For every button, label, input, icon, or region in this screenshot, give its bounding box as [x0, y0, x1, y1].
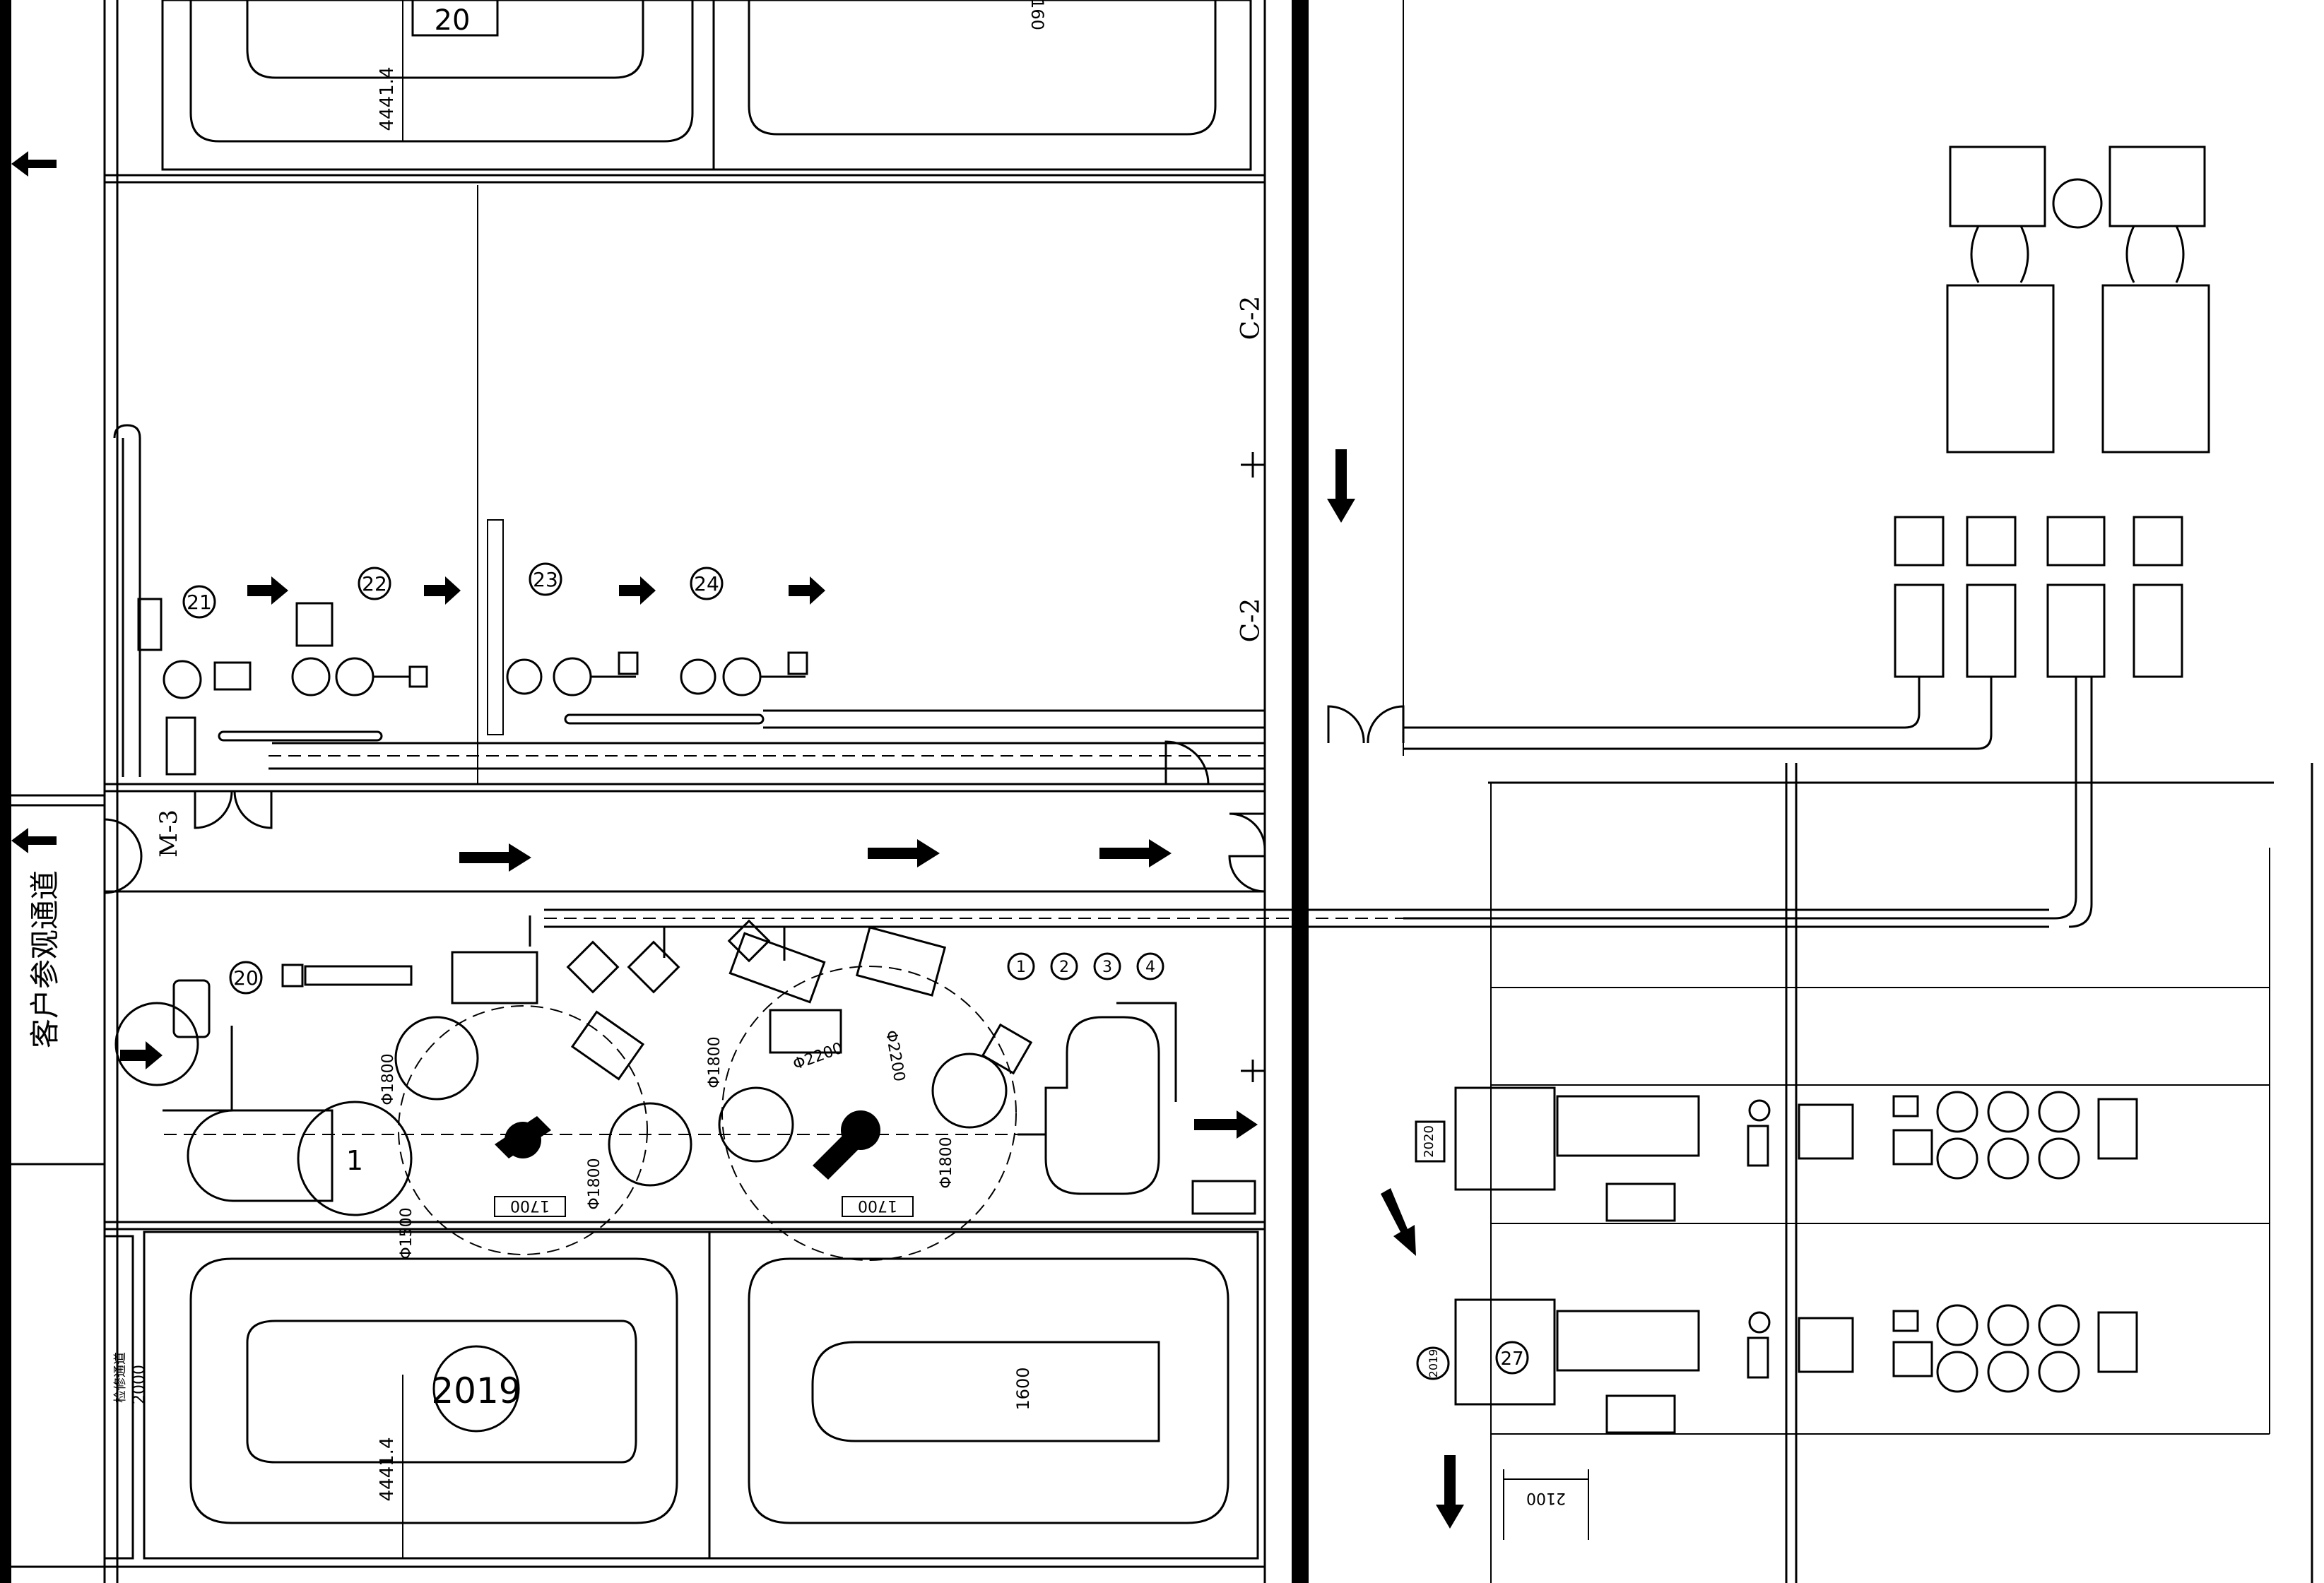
customer-corridor: 客户参观通道 — [11, 151, 143, 1048]
box-2020-label: 2020 — [1422, 1125, 1437, 1158]
c2-label-upper: C-2 — [1237, 296, 1266, 340]
corridor: M-3 — [155, 790, 2049, 928]
station-23-label: 23 — [533, 568, 558, 591]
upper-top-label: 20 — [435, 4, 471, 37]
marker-3: 3 — [1102, 959, 1112, 976]
label-d1800-b: Φ1800 — [586, 1158, 603, 1209]
lower-zone-right-dim: 1600 — [1013, 1367, 1033, 1410]
robot-cell-area: 20 1 — [114, 915, 1265, 1261]
upper-top-zone: 20 4441.4 160 — [161, 0, 1252, 171]
upper-top-dim: 4441.4 — [377, 67, 398, 131]
station-21-label: 21 — [187, 591, 212, 614]
right-upper-equipment — [1403, 146, 2210, 928]
label-d2200-b: Φ2200 — [882, 1029, 908, 1084]
marker-1: 1 — [1016, 959, 1026, 976]
dim-1700-a: 1700 — [510, 1197, 550, 1214]
lower-zone-dim: 4441.4 — [377, 1437, 398, 1502]
dim-2100: 2100 — [1526, 1489, 1566, 1507]
lower-zone-label: 2019 — [431, 1370, 521, 1411]
column-labels: C-2 C-2 — [1237, 296, 1266, 643]
label-d1500: Φ1500 — [398, 1207, 415, 1259]
dim-1700-b: 1700 — [858, 1197, 897, 1214]
marker-4: 4 — [1145, 959, 1155, 976]
box-2019-label: 2019 — [1427, 1349, 1440, 1378]
c2-label-lower: C-2 — [1237, 598, 1266, 643]
lower-zone: 2019 4441.4 1600 检修通道 2000 — [103, 1231, 1259, 1560]
customer-corridor-label: 客户参观通道 — [28, 870, 62, 1048]
upper-top-right-dim: 160 — [1027, 0, 1047, 30]
horizontal-walls — [0, 174, 1265, 1568]
label-d1800-c: Φ1800 — [706, 1036, 724, 1088]
station-20-label: 20 — [233, 966, 259, 990]
left-strip-dim: 2000 — [131, 1365, 148, 1404]
numbered-markers: 1 2 3 4 — [1007, 952, 1164, 980]
right-lower-grid: 2020 2019 27 — [1327, 449, 2313, 1583]
station-22-label: 22 — [362, 572, 387, 595]
left-strip-note: 检修通道 — [113, 1352, 128, 1403]
station-24-label: 24 — [694, 572, 719, 595]
upper-production-line: 21 22 23 24 — [113, 424, 1405, 785]
station-27-label: 27 — [1500, 1348, 1523, 1370]
label-d2200: Φ2200 — [791, 1040, 845, 1074]
circle-one-label: 1 — [346, 1145, 363, 1176]
m3-label: M-3 — [155, 810, 183, 858]
label-d1800-a: Φ1800 — [379, 1053, 397, 1105]
label-d1800-d: Φ1800 — [938, 1137, 955, 1188]
marker-2: 2 — [1059, 959, 1069, 976]
